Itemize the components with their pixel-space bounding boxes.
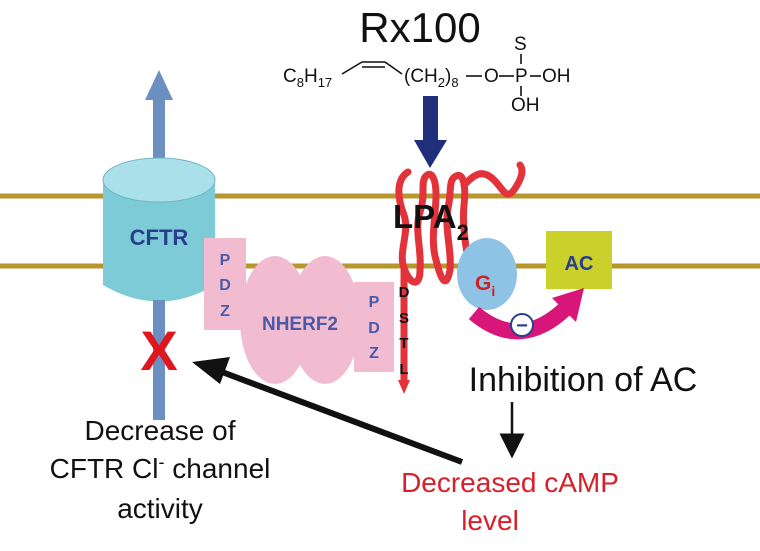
svg-text:Z: Z	[220, 303, 230, 320]
blocked-x-mark: X	[140, 319, 177, 382]
svg-text:T: T	[399, 335, 408, 352]
svg-text:C8H17: C8H17	[283, 66, 332, 90]
decrease-label: Decrease of CFTR Cl- channel activity	[50, 415, 271, 524]
cftr-channel: CFTR	[102, 157, 216, 302]
lpa2-receptor	[395, 161, 526, 384]
drug-title: Rx100	[359, 4, 480, 51]
drug-binding-arrow	[414, 96, 447, 168]
svg-text:P: P	[220, 252, 231, 269]
chemical-structure: C8H17 (CH2)8 O P S OH OH	[283, 34, 571, 116]
svg-text:O: O	[484, 66, 499, 87]
svg-text:D: D	[399, 284, 410, 301]
cftr-stalk	[153, 300, 165, 420]
pdz-domain-right: P D Z	[354, 282, 394, 372]
svg-text:L: L	[399, 361, 408, 378]
adenylyl-cyclase: AC	[546, 231, 612, 289]
svg-text:Decrease of: Decrease of	[85, 415, 236, 446]
gi-label: Gi	[475, 272, 495, 299]
inhibition-label: Inhibition of AC	[469, 361, 698, 399]
nherf2-protein: NHERF2	[240, 256, 360, 384]
svg-text:Z: Z	[369, 345, 379, 362]
camp-to-cftr-arrow	[192, 357, 464, 465]
svg-text:activity: activity	[117, 493, 203, 524]
svg-text:P: P	[369, 294, 380, 311]
camp-label-line2: level	[461, 505, 519, 536]
svg-text:CFTR Cl- channel: CFTR Cl- channel	[50, 452, 271, 484]
lpa2-label: LPA2	[393, 198, 469, 245]
cftr-efflux-arrow	[145, 70, 173, 165]
pdz-domain-left: P D Z	[204, 238, 246, 330]
dstl-motif: D S T L	[399, 284, 410, 378]
svg-text:OH: OH	[542, 66, 571, 87]
gi-protein: Gi	[457, 238, 517, 310]
svg-text:OH: OH	[511, 95, 540, 116]
svg-text:S: S	[399, 310, 409, 327]
svg-text:P: P	[515, 66, 528, 87]
receptor-tail-tip	[398, 380, 410, 394]
svg-text:D: D	[368, 320, 380, 337]
ac-label: AC	[565, 253, 594, 275]
svg-text:D: D	[219, 277, 231, 294]
svg-text:(CH2)8: (CH2)8	[404, 66, 459, 90]
camp-label-line1: Decreased cAMP	[401, 467, 619, 498]
nherf2-label: NHERF2	[262, 314, 338, 335]
inhibit-symbol: −	[516, 315, 528, 337]
cftr-label: CFTR	[130, 225, 189, 250]
inhibition-arrow: −	[468, 288, 584, 340]
svg-text:S: S	[514, 34, 527, 55]
